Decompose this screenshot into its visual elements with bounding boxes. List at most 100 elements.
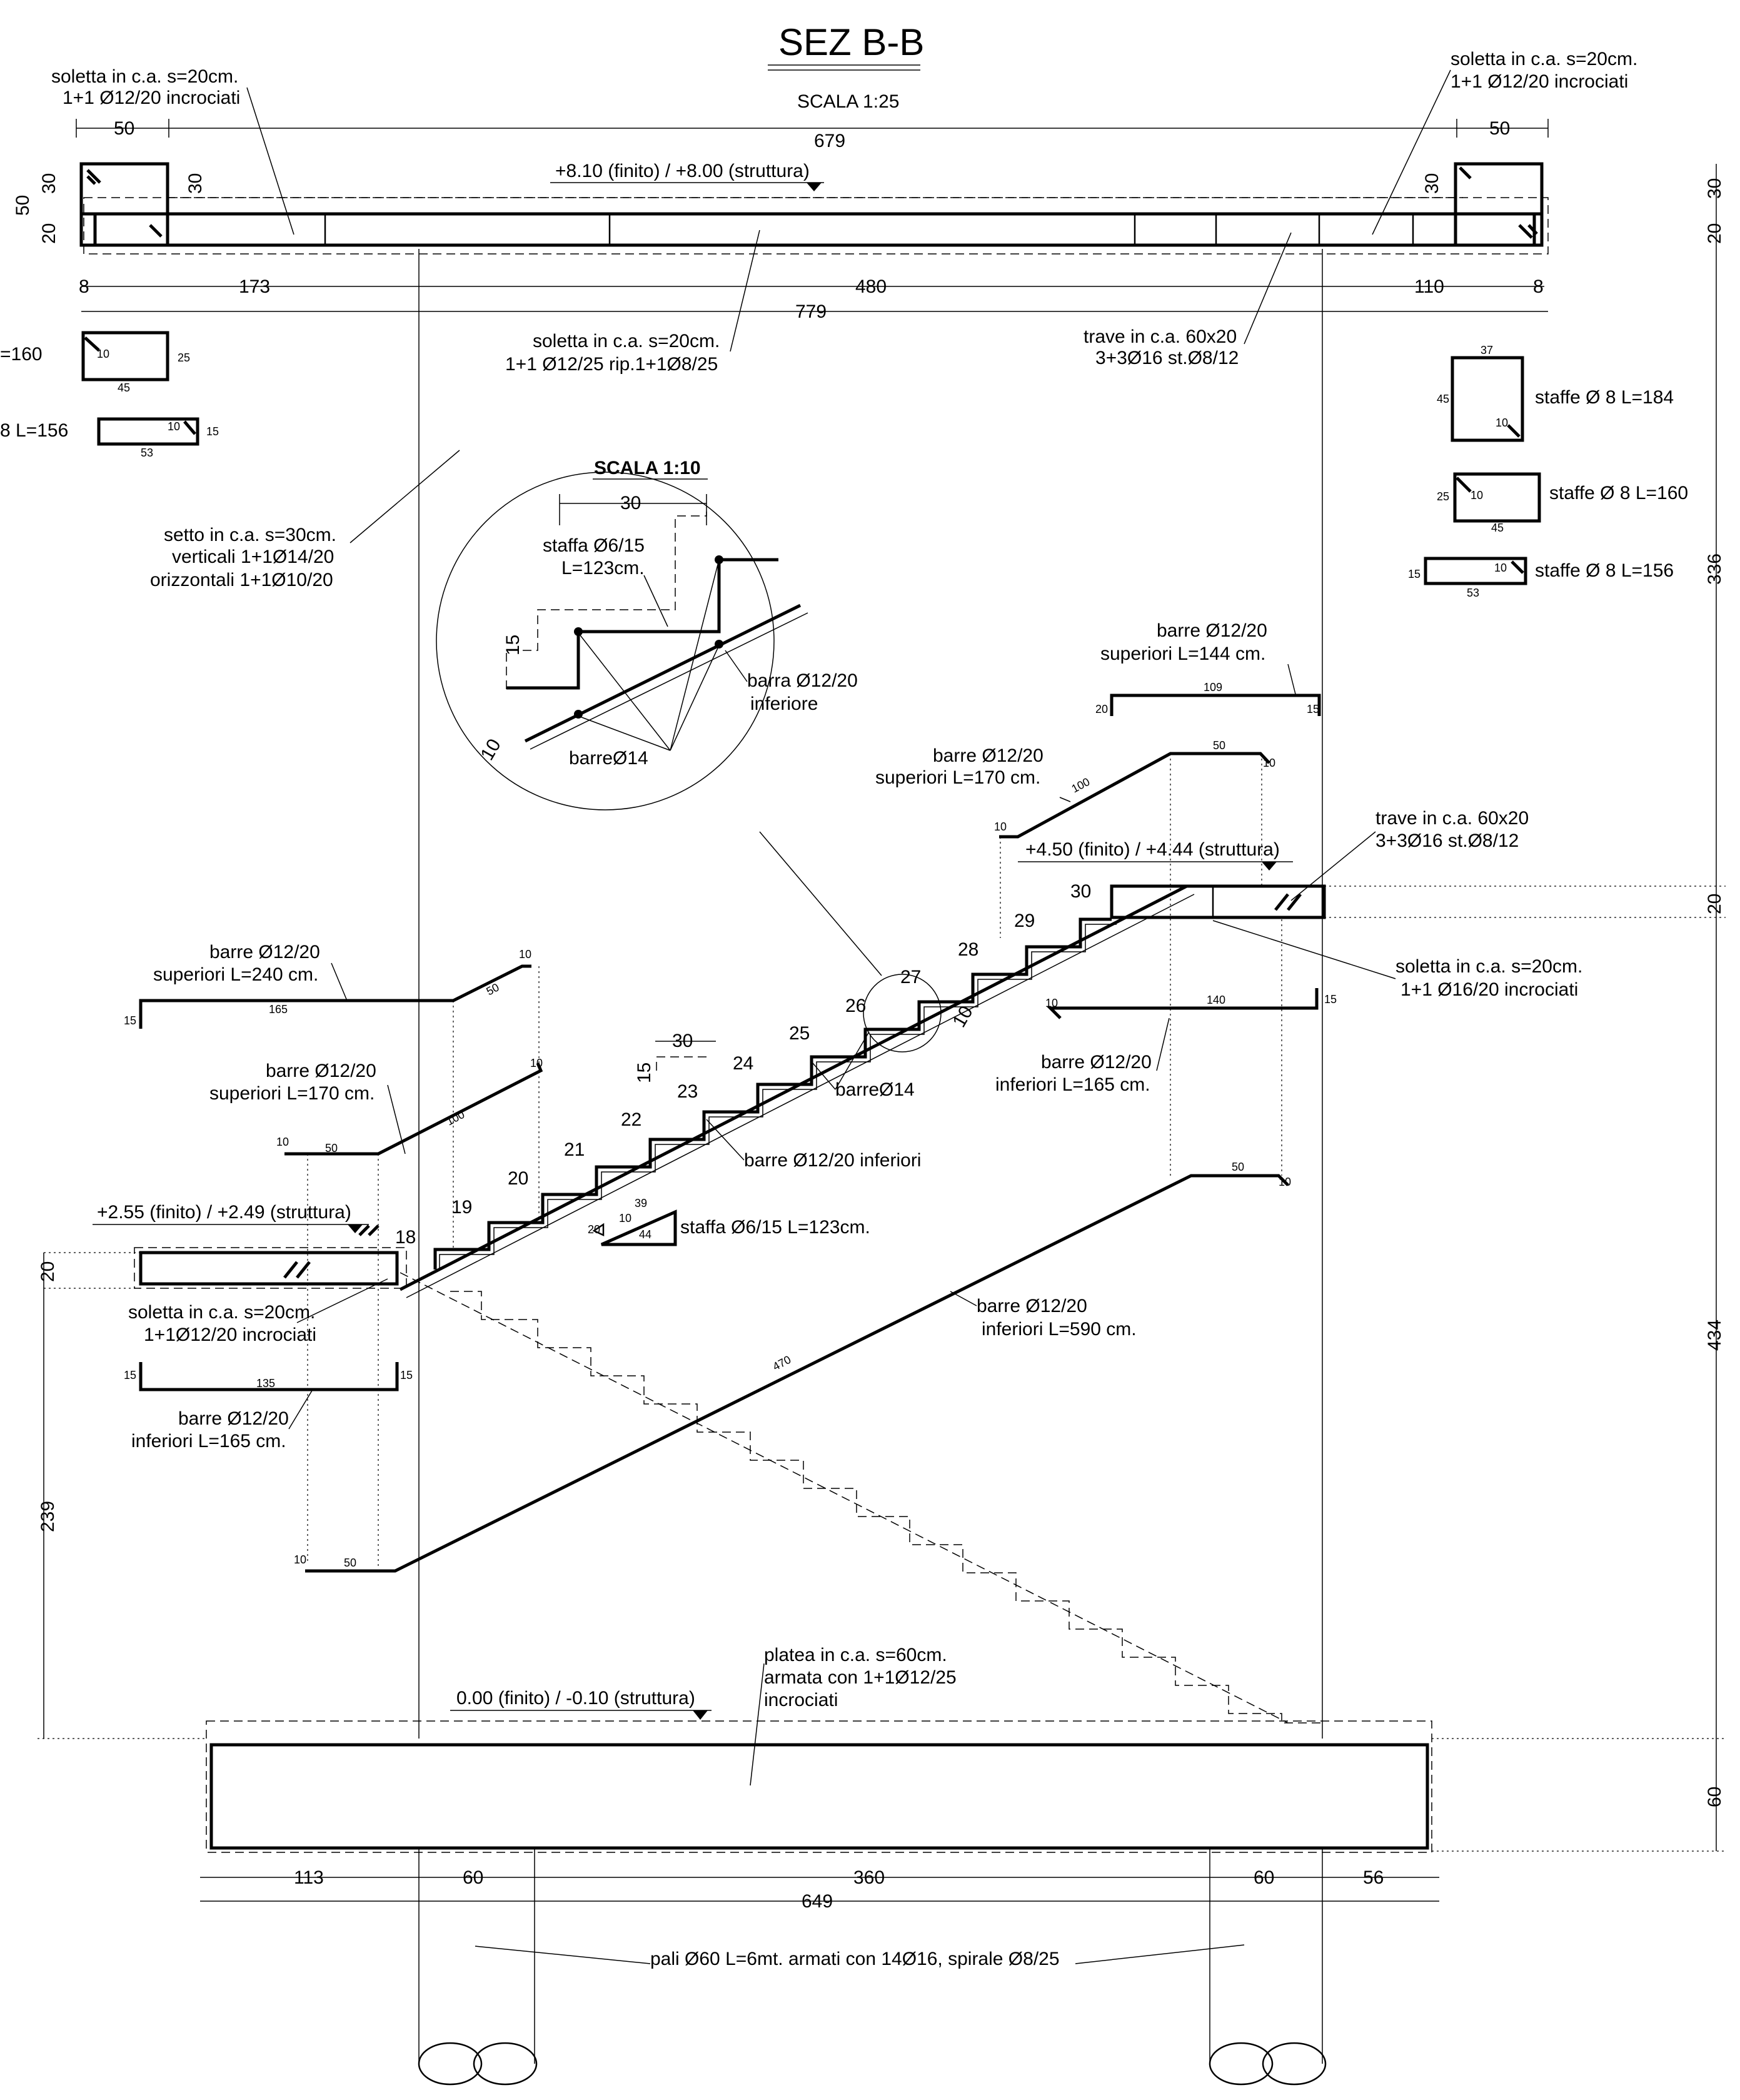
svg-text:10: 10 — [994, 820, 1007, 833]
svg-text:barre Ø12/20: barre Ø12/20 — [977, 1296, 1087, 1316]
svg-text:135: 135 — [256, 1377, 275, 1390]
svg-text:44: 44 — [639, 1228, 651, 1241]
svg-text:+4.50 (finito) / +4.44 (strutt: +4.50 (finito) / +4.44 (struttura) — [1025, 839, 1280, 860]
svg-text:10: 10 — [1496, 416, 1508, 429]
svg-text:3+3Ø16 st.Ø8/12: 3+3Ø16 st.Ø8/12 — [1375, 830, 1519, 851]
step-number: 27 — [900, 967, 921, 987]
svg-text:20: 20 — [588, 1223, 600, 1236]
svg-text:15: 15 — [503, 635, 523, 655]
bars-upper-left: barre Ø12/20 superiori L=240 cm. 15 165 … — [124, 942, 543, 1156]
svg-text:10: 10 — [1263, 757, 1275, 769]
svg-text:336: 336 — [1704, 553, 1725, 585]
svg-text:barreØ14: barreØ14 — [835, 1079, 915, 1100]
step-number: 19 — [451, 1197, 472, 1218]
svg-text:soletta in c.a. s=20cm.: soletta in c.a. s=20cm. — [1396, 956, 1582, 977]
svg-text:8: 8 — [79, 276, 89, 297]
svg-text:barre Ø12/20: barre Ø12/20 — [178, 1408, 289, 1429]
svg-text:45: 45 — [1491, 522, 1504, 534]
svg-text:10: 10 — [276, 1136, 289, 1148]
step-number: 28 — [958, 939, 978, 960]
svg-text:20: 20 — [1095, 703, 1108, 715]
top-slab — [79, 162, 1549, 255]
svg-text:staffa Ø6/15: staffa Ø6/15 — [543, 535, 645, 556]
svg-text:10: 10 — [530, 1057, 543, 1069]
svg-text:superiori L=144 cm.: superiori L=144 cm. — [1100, 644, 1265, 664]
svg-text:superiori L=170 cm.: superiori L=170 cm. — [875, 767, 1040, 788]
svg-text:10: 10 — [1045, 997, 1058, 1009]
drawing-title: SEZ B-B — [778, 21, 924, 63]
svg-text:10: 10 — [1494, 562, 1507, 574]
svg-text:barre Ø12/20 inferiori: barre Ø12/20 inferiori — [744, 1150, 921, 1171]
svg-text:8: 8 — [1533, 276, 1544, 297]
step-number: 20 — [508, 1168, 528, 1189]
svg-text:10: 10 — [476, 735, 505, 764]
svg-text:25: 25 — [1437, 490, 1449, 503]
top-dimensions: 50 50 8 173 480 110 8 779 50 30 20 30 30… — [13, 118, 1725, 322]
svg-text:30: 30 — [1422, 173, 1442, 194]
svg-text:60: 60 — [1254, 1867, 1274, 1888]
svg-text:10: 10 — [97, 348, 109, 360]
svg-text:110: 110 — [1414, 276, 1444, 297]
svg-text:15: 15 — [634, 1063, 655, 1083]
step-number: 30 — [1070, 881, 1091, 902]
svg-text:50: 50 — [1489, 118, 1510, 139]
svg-text:1+1Ø12/20 incrociati: 1+1Ø12/20 incrociati — [144, 1325, 316, 1345]
svg-text:staffe Ø 8 L=160: staffe Ø 8 L=160 — [1549, 483, 1688, 503]
svg-text:trave in c.a. 60x20: trave in c.a. 60x20 — [1375, 808, 1529, 829]
svg-text:15: 15 — [1408, 568, 1421, 580]
svg-text:pali Ø60 L=6mt. armati con 14Ø: pali Ø60 L=6mt. armati con 14Ø16, spiral… — [650, 1949, 1060, 1969]
svg-text:barre Ø12/20: barre Ø12/20 — [1157, 620, 1267, 641]
svg-text:barre Ø12/20: barre Ø12/20 — [266, 1061, 376, 1081]
svg-text:470: 470 — [770, 1353, 793, 1373]
svg-text:140: 140 — [1207, 994, 1225, 1006]
svg-text:inferiori L=165 cm.: inferiori L=165 cm. — [131, 1431, 286, 1451]
left-stirrup-shapes: =160 10 25 45 8 L=156 10 15 53 — [0, 331, 219, 459]
svg-text:239: 239 — [38, 1501, 58, 1532]
svg-text:10: 10 — [168, 420, 180, 433]
svg-text:soletta in c.a. s=20cm.: soletta in c.a. s=20cm. — [1451, 49, 1637, 69]
lower-landing: +2.55 (finito) / +2.49 (struttura) solet… — [93, 1202, 413, 1451]
svg-text:staffe Ø 8 L=156: staffe Ø 8 L=156 — [1535, 560, 1674, 581]
svg-text:50: 50 — [1232, 1161, 1244, 1173]
svg-text:39: 39 — [635, 1197, 647, 1209]
svg-text:45: 45 — [118, 381, 130, 394]
foundation-raft: 0.00 (finito) / -0.10 (struttura) platea… — [206, 1645, 1432, 1853]
top-notes: soletta in c.a. s=20cm. 1+1 Ø12/20 incro… — [51, 49, 1637, 375]
piles: pali Ø60 L=6mt. armati con 14Ø16, spiral… — [418, 1848, 1327, 2086]
svg-text:inferiore: inferiore — [750, 694, 818, 714]
svg-text:56: 56 — [1363, 1867, 1384, 1888]
svg-text:53: 53 — [141, 447, 153, 459]
svg-text:20: 20 — [39, 223, 59, 244]
svg-text:15: 15 — [124, 1369, 136, 1381]
scale-label: SCALA 1:25 — [797, 91, 899, 112]
svg-text:=160: =160 — [0, 344, 43, 365]
svg-text:109: 109 — [1204, 681, 1222, 694]
svg-text:45: 45 — [1437, 393, 1449, 405]
svg-text:1+1 Ø12/20 incrociati: 1+1 Ø12/20 incrociati — [63, 88, 240, 108]
svg-text:orizzontali 1+1Ø10/20: orizzontali 1+1Ø10/20 — [150, 570, 333, 590]
svg-text:soletta in c.a. s=20cm.: soletta in c.a. s=20cm. — [533, 331, 720, 351]
step-number: 26 — [845, 996, 866, 1016]
svg-text:434: 434 — [1704, 1320, 1725, 1351]
svg-text:setto in c.a. s=30cm.: setto in c.a. s=30cm. — [164, 525, 336, 545]
svg-text:barreØ14: barreØ14 — [569, 748, 648, 769]
svg-text:10: 10 — [1471, 489, 1483, 502]
right-stirrup-shapes: 37 45 10 staffe Ø 8 L=184 25 10 45 staff… — [1408, 344, 1688, 599]
stair — [399, 884, 1322, 1724]
step-number: 18 — [395, 1227, 416, 1248]
bars-upper-right: barre Ø12/20 superiori L=144 cm. 20 109 … — [875, 620, 1337, 1095]
svg-text:649: 649 — [802, 1891, 833, 1912]
svg-text:15: 15 — [1324, 993, 1337, 1006]
step-number: 25 — [789, 1023, 810, 1044]
svg-text:superiori L=170 cm.: superiori L=170 cm. — [209, 1083, 375, 1104]
step-number: 23 — [677, 1081, 698, 1102]
svg-text:+2.55 (finito) / +2.49 (strutt: +2.55 (finito) / +2.49 (struttura) — [97, 1202, 351, 1223]
svg-text:platea in c.a. s=60cm.: platea in c.a. s=60cm. — [764, 1645, 947, 1665]
svg-text:10: 10 — [519, 948, 531, 961]
svg-text:soletta in c.a. s=20cm.: soletta in c.a. s=20cm. — [51, 66, 238, 87]
guide-lines — [38, 754, 1726, 1852]
svg-text:30: 30 — [672, 1031, 693, 1051]
step-numbers: 18 19 20 21 22 23 24 25 26 27 28 29 30 — [395, 881, 1091, 1248]
svg-text:20: 20 — [1704, 894, 1725, 914]
